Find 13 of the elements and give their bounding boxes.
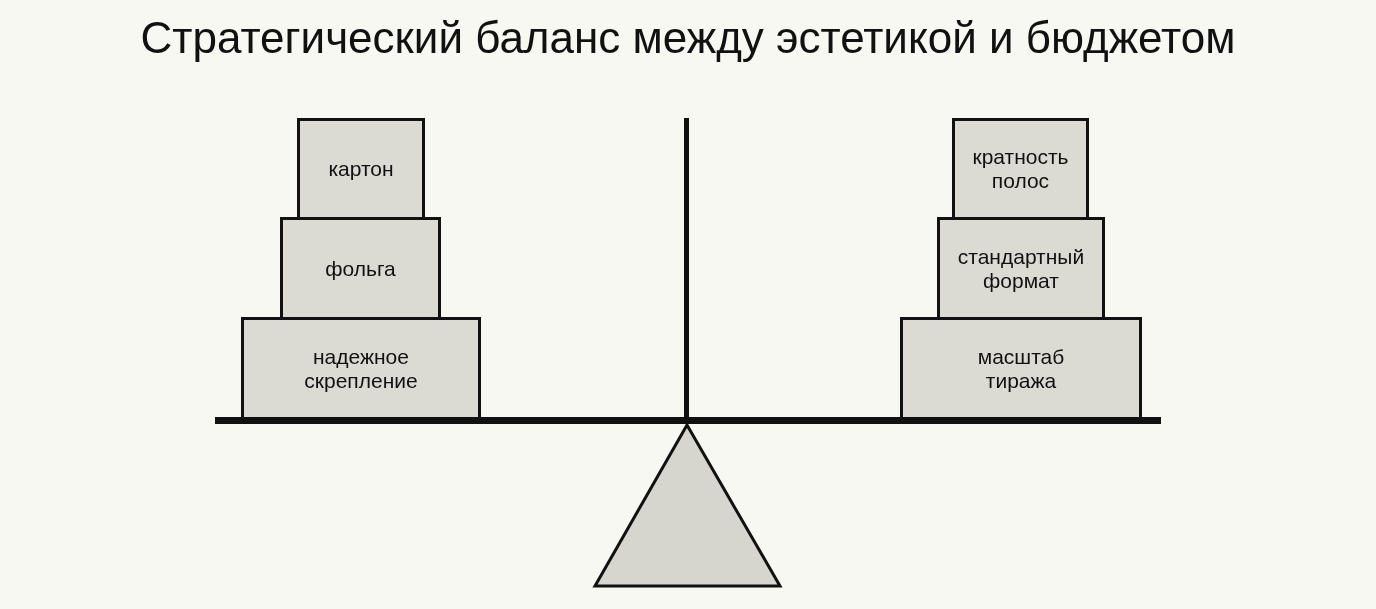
weight-block <box>900 317 1142 420</box>
block-label: стандартный формат <box>956 244 1086 293</box>
block-label: картон <box>328 157 394 181</box>
weight-block <box>241 317 481 420</box>
block-label: фольга <box>325 256 396 281</box>
weight-block <box>937 217 1105 320</box>
weight-block <box>297 118 425 220</box>
block-label: кратность полос <box>971 145 1070 193</box>
block-label: надежное скрепление <box>303 344 419 393</box>
title: Стратегический баланс между эстетикой и бюджетом <box>140 12 1236 64</box>
weight-block <box>280 217 441 320</box>
block-label: масштаб тиража <box>976 344 1066 393</box>
weight-block <box>952 118 1089 220</box>
